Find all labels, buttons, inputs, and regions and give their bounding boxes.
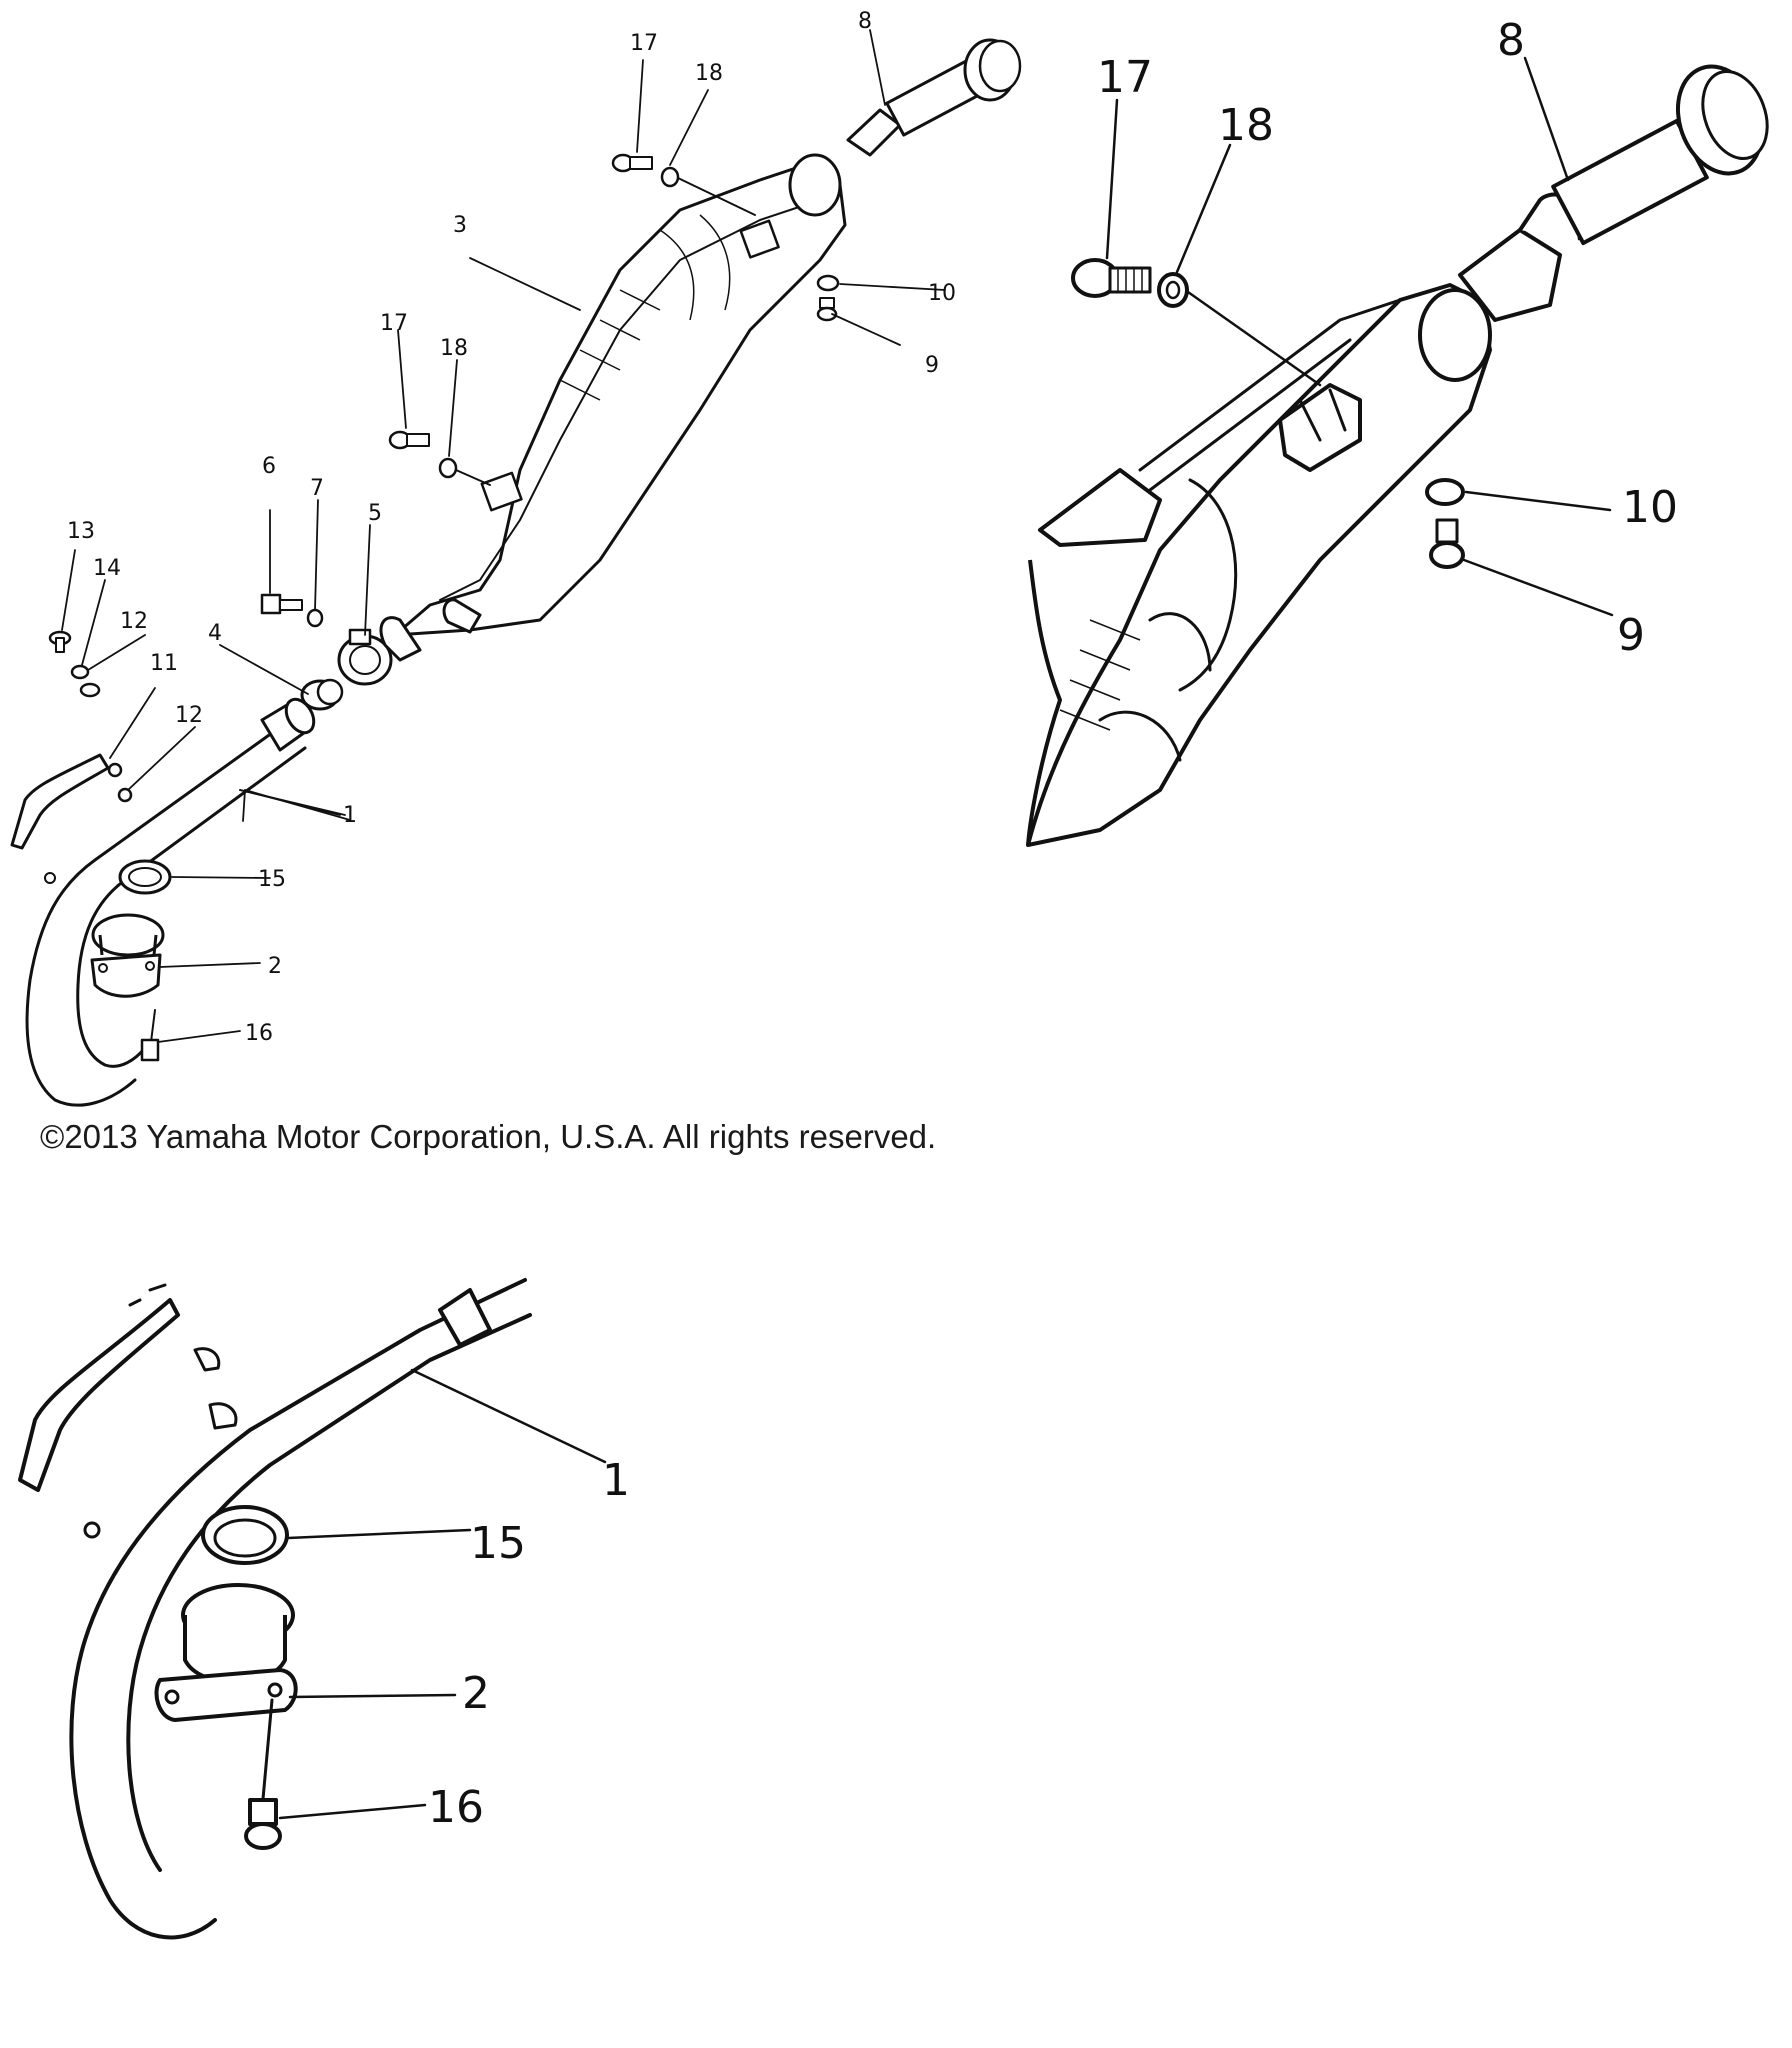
washer-7-drawing (306, 608, 324, 628)
header-flange-drawing (90, 913, 165, 998)
callout-14: 14 (93, 556, 121, 581)
detail-washer-10 (1425, 478, 1465, 506)
main-exploded-view: 1 2 3 4 5 6 7 8 9 10 11 12 12 13 14 15 1… (10, 9, 1022, 1107)
callout-7: 7 (310, 476, 324, 501)
exhaust-pipe-drawing (25, 697, 316, 1107)
detail-leader-lines-bottom (278, 1368, 607, 1820)
bolt-9-drawing (816, 297, 838, 322)
callout-11: 11 (150, 651, 178, 676)
detail-bolt-17 (1071, 258, 1152, 298)
detail-gasket-15 (201, 1505, 289, 1565)
detail-callout-16: 16 (428, 1782, 484, 1833)
callout-leader-lines (61, 29, 946, 1043)
clamp-5-drawing (337, 628, 393, 686)
copyright-notice: ©2013 Yamaha Motor Corporation, U.S.A. A… (40, 1118, 937, 1155)
detail-bracket (18, 1283, 180, 1492)
detail-callout-8: 8 (1497, 15, 1525, 66)
callout-15: 15 (258, 867, 286, 892)
bolt-16-drawing (140, 1009, 160, 1062)
callout-18-upper: 18 (695, 61, 723, 86)
muffler-3-drawing (379, 153, 847, 662)
callout-12a: 12 (120, 609, 148, 634)
callout-1: 1 (343, 803, 357, 828)
detail-callout-17: 17 (1097, 52, 1153, 103)
washer-18-upper-drawing (660, 166, 680, 188)
detail-callout-18: 18 (1218, 100, 1274, 151)
detail-callout-2: 2 (462, 1668, 490, 1719)
callout-18-lower: 18 (440, 336, 468, 361)
callout-3: 3 (453, 213, 467, 238)
washer-14-drawing (70, 664, 90, 680)
callout-2: 2 (268, 954, 282, 979)
detail-spark-arrestor-8 (1458, 64, 1769, 322)
detail-bolt-9 (1429, 518, 1465, 569)
callout-17-lower: 17 (380, 311, 408, 336)
detail-muffler-body (1026, 283, 1492, 847)
callout-6: 6 (262, 454, 276, 479)
callout-10: 10 (928, 281, 956, 306)
bracket-11-drawing (10, 753, 133, 850)
nut-12-drawing (79, 682, 101, 698)
detail-view-header-section: 1 15 2 16 (18, 1278, 630, 1940)
callout-labels-detail-top: 17 18 8 10 9 (1097, 15, 1678, 661)
detail-callout-9: 9 (1617, 610, 1645, 661)
screw-13-drawing (48, 630, 72, 653)
callout-4: 4 (208, 621, 222, 646)
bolt-17-lower-drawing (388, 430, 430, 450)
detail-view-tail-section: 17 18 8 10 9 (1026, 15, 1769, 847)
detail-callout-1: 1 (602, 1455, 630, 1506)
callout-labels-main: 1 2 3 4 5 6 7 8 9 10 11 12 12 13 14 15 1… (67, 9, 956, 1046)
callout-17-upper: 17 (630, 31, 658, 56)
detail-bolt-16 (244, 1698, 282, 1850)
callout-16: 16 (245, 1021, 273, 1046)
spark-arrestor-8-drawing (846, 38, 1022, 157)
callout-5: 5 (368, 501, 382, 526)
callout-8: 8 (858, 9, 872, 34)
detail-flange-2 (154, 1583, 298, 1722)
bolt-6-drawing (260, 593, 303, 615)
detail-leader-lines (1105, 56, 1614, 617)
washer-10-drawing (816, 274, 840, 292)
detail-callout-10: 10 (1622, 482, 1678, 533)
callout-13: 13 (67, 519, 95, 544)
callout-9: 9 (925, 353, 939, 378)
detail-exhaust-pipe (69, 1278, 532, 1940)
bolt-17-upper-drawing (611, 153, 653, 173)
detail-washer-18 (1157, 272, 1189, 308)
callout-12b: 12 (175, 703, 203, 728)
detail-callout-15: 15 (470, 1518, 526, 1569)
washer-18-lower-drawing (438, 457, 458, 479)
callout-labels-detail-bottom: 1 15 2 16 (428, 1455, 630, 1833)
